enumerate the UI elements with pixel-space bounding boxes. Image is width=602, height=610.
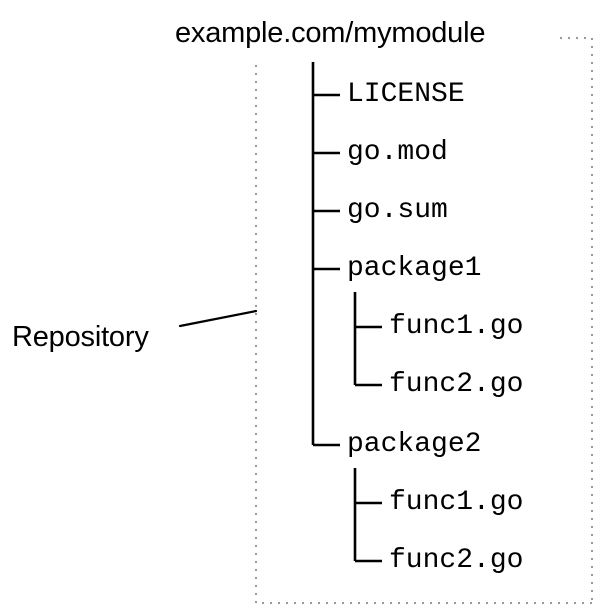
tree-item-pkg1-func2-go: func2.go bbox=[389, 369, 524, 400]
module-path-title: example.com/mymodule bbox=[175, 17, 486, 49]
tree-branch-stubs-level-2 bbox=[355, 325, 382, 563]
tree-branch-stubs-level-1 bbox=[313, 93, 340, 447]
tree-item-license: LICENSE bbox=[347, 79, 465, 110]
tree-item-package1: package1 bbox=[347, 253, 482, 284]
annotation-leader-line bbox=[178, 309, 258, 328]
tree-item-pkg2-func1-go: func1.go bbox=[389, 487, 524, 518]
tree-item-package2: package2 bbox=[347, 429, 482, 460]
tree-item-go-mod: go.mod bbox=[347, 137, 448, 168]
tree-item-go-sum: go.sum bbox=[347, 195, 448, 226]
tree-item-pkg2-func2-go: func2.go bbox=[389, 545, 524, 576]
tree-item-pkg1-func1-go: func1.go bbox=[389, 311, 524, 342]
repository-annotation-label: Repository bbox=[12, 321, 149, 353]
repository-boundary-dotted-box bbox=[255, 37, 593, 604]
